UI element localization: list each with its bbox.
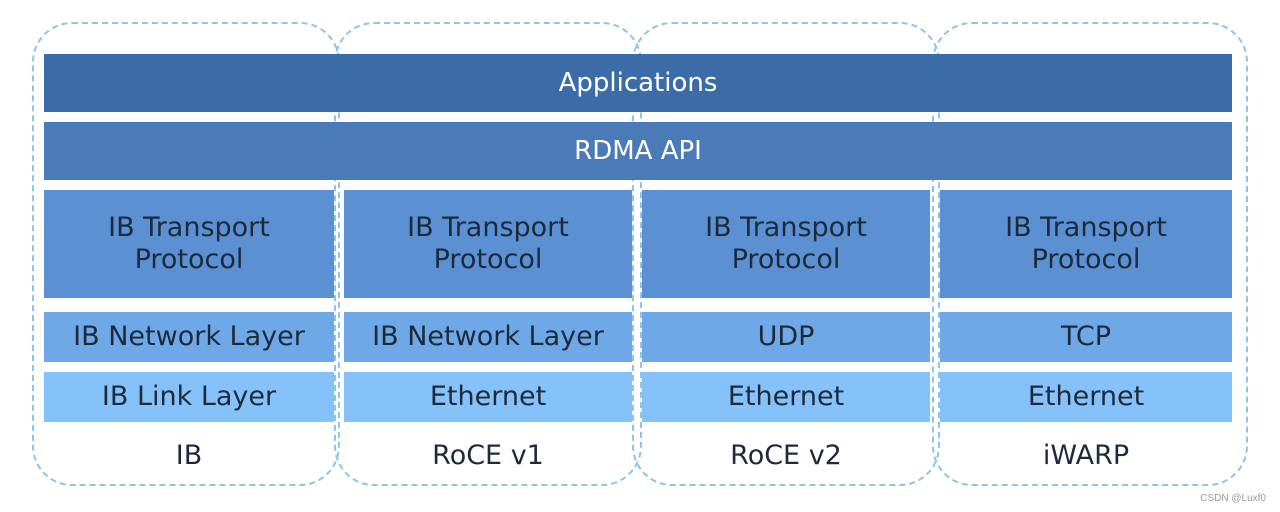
link-label: IB Link Layer bbox=[101, 381, 277, 412]
roce-v1-network-layer: IB Network Layer bbox=[344, 312, 632, 362]
transport-label-line2: Protocol bbox=[433, 244, 543, 275]
roce-v1-link-layer: Ethernet bbox=[344, 372, 632, 422]
iwarp-network-layer: TCP bbox=[940, 312, 1232, 362]
roce-v1-stack-label: RoCE v1 bbox=[432, 439, 544, 471]
network-label: IB Network Layer bbox=[73, 321, 305, 352]
rdma-api-layer: RDMA API bbox=[44, 122, 1232, 180]
applications-layer: Applications bbox=[44, 54, 1232, 112]
applications-label: Applications bbox=[558, 68, 718, 98]
iwarp-stack-outline bbox=[932, 22, 1248, 486]
watermark: CSDN @Luxf0 bbox=[1200, 493, 1266, 504]
iwarp-link-layer: Ethernet bbox=[940, 372, 1232, 422]
transport-label-line1: IB Transport bbox=[1005, 212, 1167, 243]
ib-link-layer: IB Link Layer bbox=[44, 372, 334, 422]
roce-v2-stack-label: RoCE v2 bbox=[730, 439, 842, 471]
ib-network-layer: IB Network Layer bbox=[44, 312, 334, 362]
link-label: Ethernet bbox=[727, 381, 845, 412]
ib-stack-outline bbox=[32, 22, 340, 486]
transport-label-line1: IB Transport bbox=[407, 212, 569, 243]
roce-v2-link-layer: Ethernet bbox=[642, 372, 930, 422]
transport-label-line1: IB Transport bbox=[108, 212, 270, 243]
roce-v2-network-layer: UDP bbox=[642, 312, 930, 362]
roce-v1-transport-layer: IB Transport Protocol bbox=[344, 190, 632, 298]
network-label: TCP bbox=[1060, 321, 1112, 352]
transport-label-line2: Protocol bbox=[731, 244, 841, 275]
transport-label-line2: Protocol bbox=[134, 244, 244, 275]
link-label: Ethernet bbox=[429, 381, 547, 412]
ib-transport-layer: IB Transport Protocol bbox=[44, 190, 334, 298]
ib-stack-label: IB bbox=[175, 439, 203, 471]
transport-label-line1: IB Transport bbox=[705, 212, 867, 243]
network-label: UDP bbox=[757, 321, 815, 352]
roce-v2-stack-outline bbox=[632, 22, 940, 486]
transport-label-line2: Protocol bbox=[1031, 244, 1141, 275]
roce-v1-stack-outline bbox=[334, 22, 642, 486]
iwarp-stack-label: iWARP bbox=[1042, 439, 1130, 471]
roce-v2-transport-layer: IB Transport Protocol bbox=[642, 190, 930, 298]
iwarp-transport-layer: IB Transport Protocol bbox=[940, 190, 1232, 298]
network-label: IB Network Layer bbox=[372, 321, 604, 352]
link-label: Ethernet bbox=[1027, 381, 1145, 412]
rdma-api-label: RDMA API bbox=[574, 136, 702, 166]
